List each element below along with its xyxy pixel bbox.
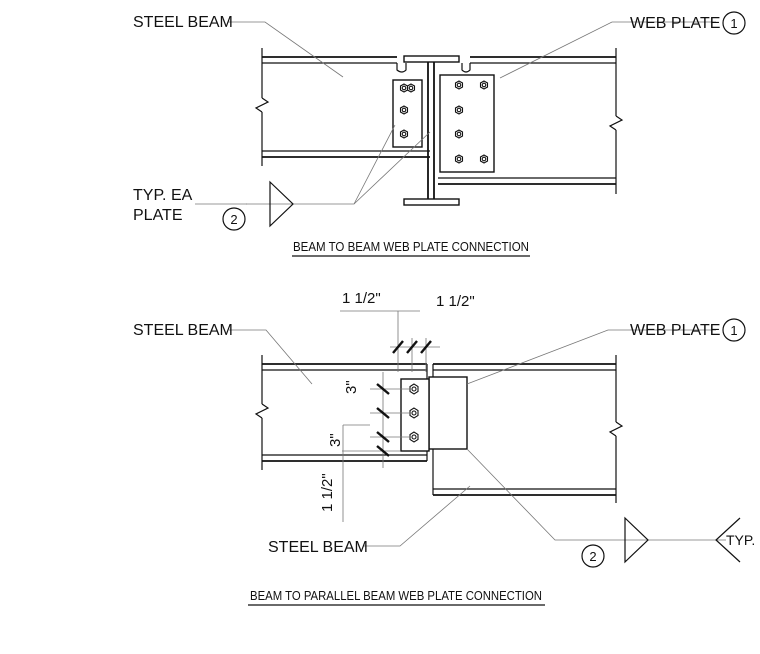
bottom-typ-label: TYP. <box>726 532 755 548</box>
top-typ-ea-label: TYP. EA <box>133 187 193 204</box>
top-weld-bubble <box>222 207 246 231</box>
bottom-web-plate-number: 1 <box>730 323 737 338</box>
top-detail-title: BEAM TO BEAM WEB PLATE CONNECTION <box>293 239 529 254</box>
top-right-steel-beam <box>438 48 624 194</box>
top-right-web-plate <box>439 74 495 173</box>
bottom-lower-steel-beam-label: STEEL BEAM <box>268 539 368 556</box>
dim-spacing-1: 3" <box>343 380 360 394</box>
bottom-weld-number: 2 <box>589 549 596 564</box>
bottom-web-plate-bubble <box>722 318 746 342</box>
dim-spacing-2: 3" <box>327 433 344 447</box>
bottom-leaders <box>229 329 741 564</box>
bottom-steel-beam-label: STEEL BEAM <box>133 322 233 339</box>
top-left-bolts <box>399 83 416 139</box>
top-leaders <box>195 21 716 228</box>
bottom-detail-title: BEAM TO PARALLEL BEAM WEB PLATE CONNECTI… <box>250 588 542 603</box>
top-web-plate-label: WEB PLATE <box>630 15 720 32</box>
bottom-weld-bubble <box>581 544 605 568</box>
top-plate-label: PLATE <box>133 207 183 224</box>
top-detail: STEEL BEAM WEB PLATE 1 TYP. EA PLATE 2 B… <box>133 11 746 257</box>
dim-end: 1 1/2" <box>319 473 336 512</box>
bottom-dimensions <box>340 310 440 522</box>
top-left-steel-beam <box>254 48 430 166</box>
top-weld-number: 2 <box>230 212 237 227</box>
top-steel-beam-label: STEEL BEAM <box>133 14 233 31</box>
dim-edge-right: 1 1/2" <box>436 293 475 310</box>
bottom-bolts <box>409 383 419 443</box>
top-web-plate-bubble <box>722 11 746 35</box>
top-left-web-plate <box>392 79 423 148</box>
top-web-plate-number: 1 <box>730 16 737 31</box>
bottom-supported-beam <box>254 355 428 470</box>
bottom-detail: 1 1/2" 1 1/2" 3" 3" 1 1/2" STEEL BEAM WE… <box>133 290 755 606</box>
bottom-web-plate-label: WEB PLATE <box>630 322 720 339</box>
dim-edge-left: 1 1/2" <box>342 290 381 307</box>
bottom-web-plate <box>400 376 468 452</box>
top-right-bolts <box>454 80 489 164</box>
top-supporting-girder <box>396 55 471 206</box>
